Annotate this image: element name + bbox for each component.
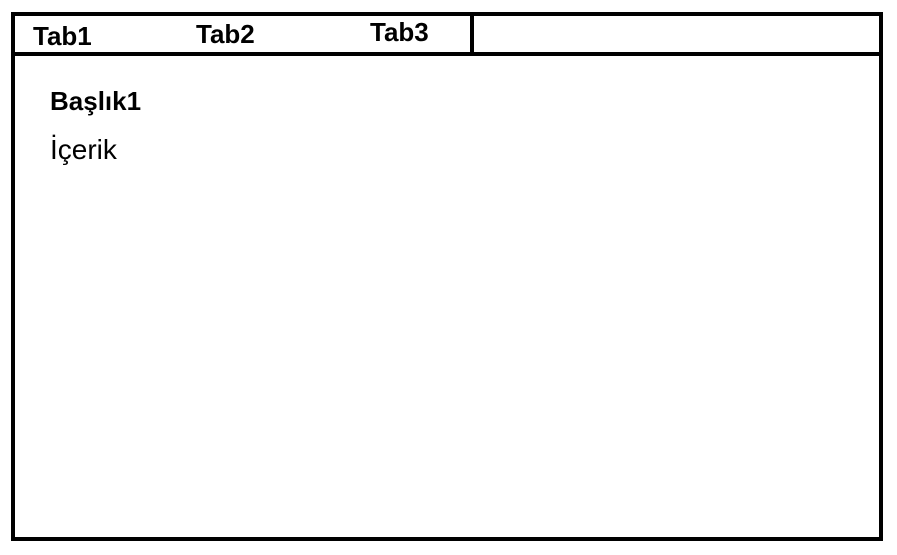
tab-panel: Başlık1 İçerik [15,56,879,537]
tab-2-label: Tab2 [196,19,255,49]
tab-1-label: Tab1 [33,21,92,51]
panel-heading: Başlık1 [50,86,142,116]
tab-bar-empty-space [470,16,879,52]
tab-bar: Tab1 Tab2 Tab3 [15,16,879,56]
tab-3-label: Tab3 [370,17,429,47]
tab-1[interactable]: Tab1 [15,16,148,52]
panel-content: İçerik [50,134,117,165]
tab-2[interactable]: Tab2 [144,16,318,52]
tab-container: Tab1 Tab2 Tab3 Başlık1 İçerik [11,12,883,541]
tab-3[interactable]: Tab3 [314,16,474,52]
